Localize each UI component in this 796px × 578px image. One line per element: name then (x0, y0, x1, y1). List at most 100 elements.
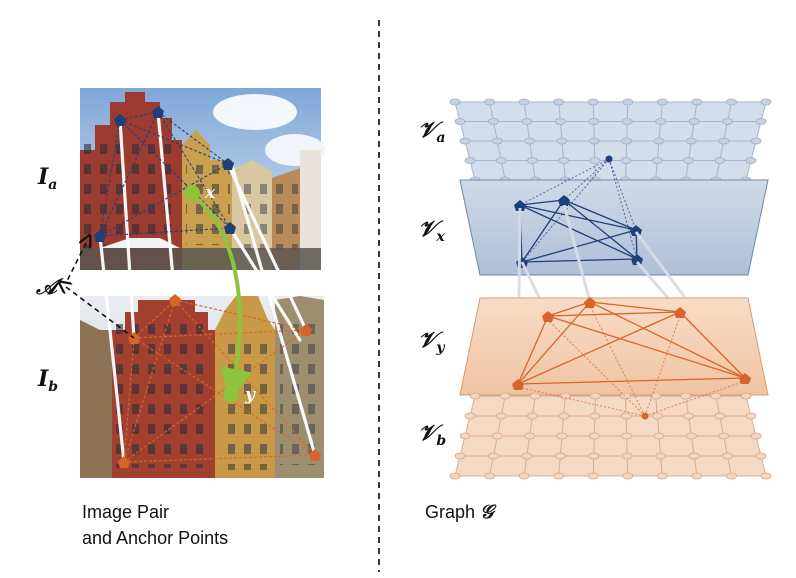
anchor-points-a (94, 106, 236, 242)
grid-node (589, 157, 601, 164)
anchor-correspondence-lines (98, 110, 317, 464)
plane-va (449, 98, 772, 184)
grid-node (745, 412, 757, 420)
plane-vx (459, 179, 769, 276)
grid-node (588, 137, 600, 145)
grid-node (740, 392, 752, 400)
grid-node (688, 452, 700, 460)
grid-node (722, 452, 733, 460)
grid-node (454, 452, 466, 460)
grid-node (491, 137, 503, 145)
grid-node (656, 472, 668, 480)
grid-node (656, 98, 668, 106)
grid-node (521, 118, 533, 125)
grid-node (495, 157, 507, 164)
grid-node (529, 392, 541, 400)
grid-node (653, 432, 665, 440)
grid-node (621, 118, 633, 125)
grid-node (621, 432, 633, 440)
grid-node (556, 432, 568, 440)
label-vb: 𝒱b (418, 420, 446, 449)
grid-node (718, 432, 730, 440)
grid-node (655, 452, 667, 460)
grid-node (459, 137, 471, 145)
grid-node (750, 137, 762, 145)
grid-node (521, 452, 533, 460)
grid-node (588, 432, 600, 440)
grid-node (653, 137, 665, 145)
grid-node (718, 137, 730, 145)
grid-node (620, 412, 632, 420)
grid-node (760, 472, 772, 480)
grid-node (527, 412, 538, 420)
anchor-set-label: 𝒜 (35, 274, 65, 300)
grid-node (683, 412, 694, 420)
label-va: 𝒱a (418, 117, 445, 146)
caption-right: Graph 𝒢 (425, 501, 497, 523)
grid-node (750, 432, 762, 440)
grid-node (622, 472, 634, 480)
vy-nodes (512, 297, 751, 390)
grid-node (620, 392, 631, 400)
grid-node (726, 472, 737, 480)
grid-node (655, 118, 667, 125)
vb-hub-node (641, 412, 649, 420)
grid-node (710, 392, 722, 400)
match-arrow (190, 192, 252, 401)
grid-node (484, 98, 495, 106)
grid-node (590, 392, 601, 400)
point-y-marker (223, 386, 239, 402)
grid-node (760, 98, 772, 106)
grid-node (691, 472, 703, 480)
anchor-set-arrows (66, 243, 135, 339)
label-vx: 𝒱x (418, 216, 445, 245)
image-b-photo (80, 296, 324, 478)
grid-node (620, 157, 632, 164)
grid-node (558, 412, 570, 420)
grid-node (755, 452, 767, 460)
plane-vy (459, 297, 769, 396)
caption-left-line1: Image Pair (82, 502, 169, 522)
grid-node (683, 157, 694, 164)
grid-node (459, 432, 471, 440)
grid-node (554, 118, 566, 125)
grid-node (587, 472, 599, 480)
grid-node (469, 392, 481, 400)
grid-node (685, 432, 697, 440)
anchor-graph-a-edges (99, 111, 231, 237)
grid-node (491, 432, 503, 440)
grid-node (488, 118, 499, 125)
grid-node (524, 137, 536, 145)
grid-node (680, 392, 692, 400)
grid-node (714, 412, 726, 420)
grid-node (554, 452, 566, 460)
grid-node (556, 137, 568, 145)
grid-node (621, 452, 633, 460)
va-hub-node (605, 155, 613, 163)
grid-node (449, 98, 461, 106)
grid-node (621, 137, 633, 145)
plane-vb (449, 392, 772, 480)
grid-node (650, 392, 662, 400)
grid-node (527, 157, 538, 164)
vx-edges (519, 199, 638, 263)
grid-node (495, 412, 507, 420)
grid-node (454, 118, 466, 125)
grid-node (722, 118, 733, 125)
grid-node (588, 452, 600, 460)
grid-node (553, 472, 565, 480)
grid-node (755, 118, 767, 125)
grid-node (714, 157, 726, 164)
grid-node (518, 98, 530, 106)
point-y-label: y (244, 385, 256, 405)
grid-node (449, 472, 461, 480)
va-hub-edges (519, 158, 638, 263)
grid-node (651, 412, 663, 420)
grid-node (464, 157, 476, 164)
grid-node (589, 412, 601, 420)
grid-node (518, 472, 530, 480)
caption-left-line2: and Anchor Points (82, 528, 228, 548)
point-x-marker (184, 185, 200, 201)
vb-hub-edges (517, 305, 746, 417)
